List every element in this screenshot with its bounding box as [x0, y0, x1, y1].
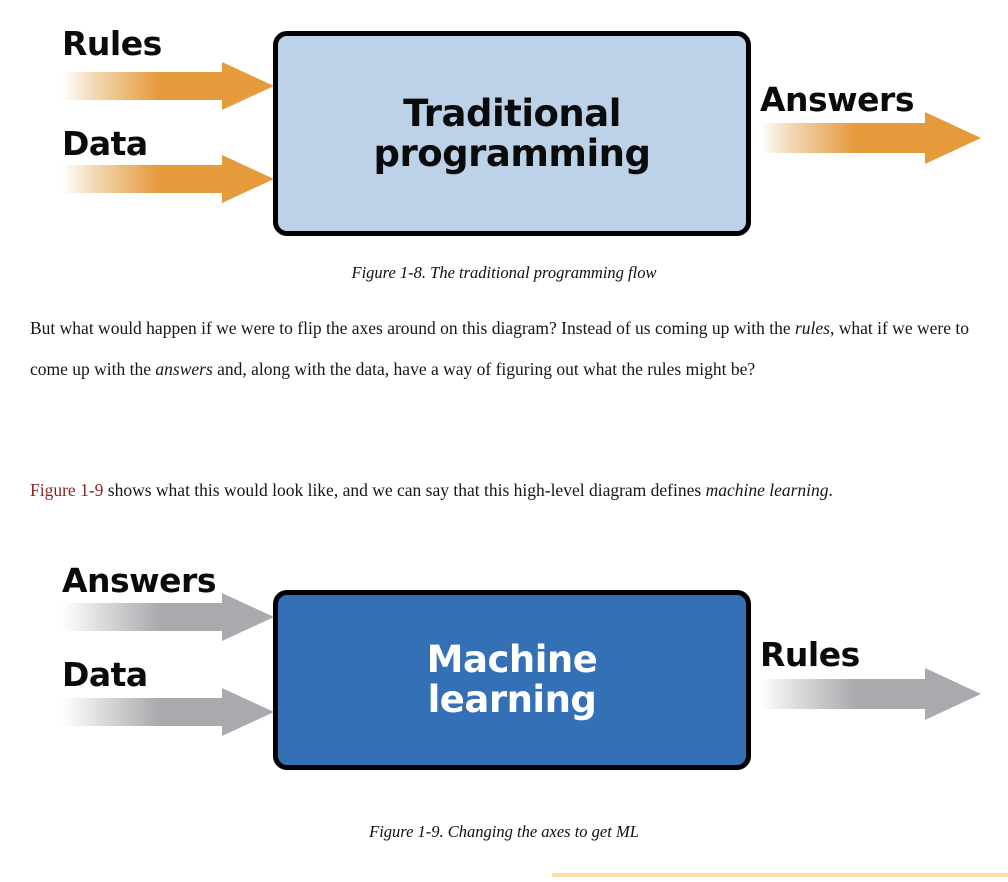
process-box-machine-learning: Machine learning [273, 590, 751, 770]
arrow-label-answers: Answers [62, 561, 216, 600]
process-box-text: Machine learning [427, 640, 598, 720]
arrow-label-rules: Rules [62, 24, 162, 63]
arrow-head [222, 62, 274, 110]
figure-1-9-crossref-link[interactable]: Figure 1-9 [30, 480, 104, 500]
arrow-head [222, 155, 274, 203]
arrow-label-data: Data [62, 124, 148, 163]
figure-caption-1-8: Figure 1-8. The traditional programming … [351, 263, 657, 282]
process-box-text: Traditional programming [373, 91, 651, 175]
arrow-shaft [62, 603, 230, 631]
arrow-shaft [760, 123, 935, 153]
emphasis-machine-learning: machine learning [705, 480, 829, 500]
arrow-input-data [62, 155, 274, 203]
process-box-line-2: learning [427, 678, 597, 721]
process-box-line-2: programming [373, 131, 651, 175]
process-box-line-1: Machine [426, 638, 598, 682]
arrow-shaft [62, 698, 230, 726]
traditional-programming-diagram: Rules Data Traditional programming Answe… [0, 0, 1008, 250]
arrow-input-rules [62, 62, 274, 110]
note-callout-top-edge [552, 873, 1008, 877]
process-box-line-1: Traditional [403, 91, 621, 135]
arrow-input-answers [62, 593, 274, 641]
paragraph-2-part-1: shows what this would look like, and we … [103, 480, 706, 500]
figure-1-9-block: Answers Data Machine learning Rules Figu… [0, 564, 1008, 841]
arrow-head [925, 112, 981, 164]
figure-caption-1-9: Figure 1-9. Changing the axes to get ML [369, 822, 639, 841]
emphasis-rules: rules [794, 318, 830, 338]
paragraph-2-part-2: . [828, 480, 833, 500]
arrow-label-data: Data [62, 655, 148, 694]
arrow-input-data [62, 688, 274, 736]
arrow-label-rules: Rules [760, 635, 860, 674]
machine-learning-diagram: Answers Data Machine learning Rules [0, 564, 1008, 815]
arrow-label-answers: Answers [760, 80, 914, 119]
arrow-head [222, 688, 274, 736]
arrow-head [222, 593, 274, 641]
paragraph-flip-axes: But what would happen if we were to flip… [30, 308, 980, 390]
paragraph-1-part-3: and, along with the data, have a way of … [212, 359, 756, 379]
paragraph-figure-reference: Figure 1-9 shows what this would look li… [30, 470, 980, 511]
emphasis-answers: answers [155, 359, 213, 379]
paragraph-1-part-1: But what would happen if we were to flip… [30, 318, 795, 338]
arrow-output-rules [760, 668, 985, 720]
arrow-output-answers [760, 112, 985, 164]
process-box-traditional-programming: Traditional programming [273, 31, 751, 236]
figure-1-8-block: Rules Data Traditional programming Answe… [0, 0, 1008, 282]
paragraph-1-part-2: , what if we were to come up with the [30, 318, 969, 379]
arrow-head [925, 668, 981, 720]
arrow-shaft [62, 165, 230, 193]
arrow-shaft [62, 72, 230, 100]
arrow-shaft [760, 679, 935, 709]
